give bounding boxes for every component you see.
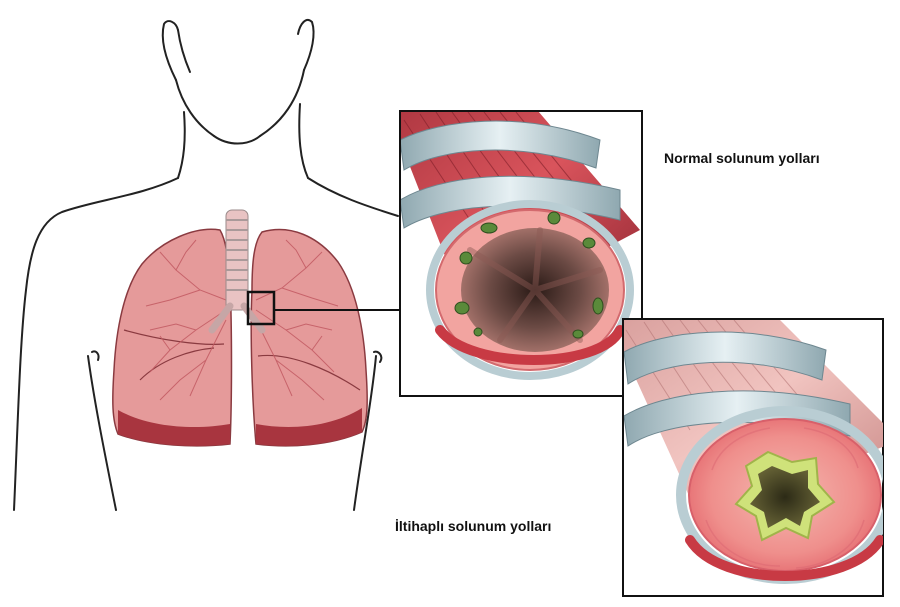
normal-glands <box>454 211 604 339</box>
lungs <box>112 209 401 447</box>
right-lung <box>112 228 233 447</box>
left-lung <box>250 228 368 447</box>
torso-outline <box>13 18 399 511</box>
zoom-selector <box>246 290 276 326</box>
inflamed-airway-panel <box>622 318 884 597</box>
normal-airway-label: Normal solunum yolları <box>664 150 820 166</box>
trachea <box>208 209 266 334</box>
narrowed-lumen <box>750 466 820 528</box>
inflamed-airway-label: İltihaplı solunum yolları <box>395 518 552 534</box>
normal-airway-panel <box>399 110 643 397</box>
